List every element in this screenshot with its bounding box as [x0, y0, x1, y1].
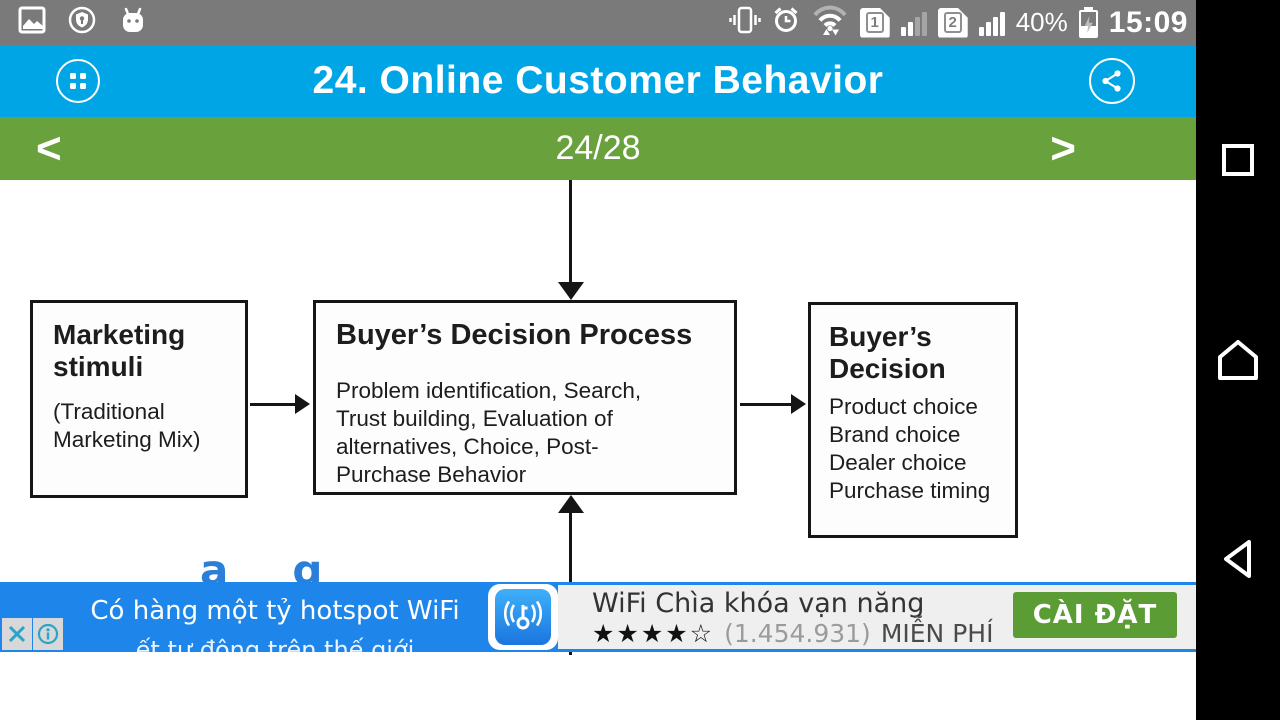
arrowhead-down-icon [558, 282, 584, 300]
arrowhead-up-icon [558, 495, 584, 513]
box3-line: Brand choice [829, 422, 961, 447]
box3-line: Dealer choice [829, 450, 967, 475]
ad-headline: Có hàng một tỷ hotspot WiFi [90, 596, 460, 626]
ad-info-button[interactable] [33, 618, 63, 650]
prev-slide-button[interactable]: < [36, 123, 62, 173]
box3-line: Purchase timing [829, 478, 991, 503]
ad-rating-count: (1.454.931) [724, 619, 871, 648]
android-nav-bar [1196, 0, 1280, 720]
next-slide-button[interactable]: > [1050, 123, 1076, 173]
home-button[interactable] [1196, 338, 1280, 382]
info-icon [37, 623, 59, 645]
arrow-line-1 [250, 403, 296, 406]
page-title: 24. Online Customer Behavior [312, 59, 884, 102]
text-fragment: ạ [200, 554, 229, 582]
arrowhead-right-icon [791, 394, 806, 414]
close-icon [8, 625, 26, 643]
ad-rating-row: ★★★★☆ (1.454.931) MIỄN PHÍ [592, 619, 993, 648]
slide-position-label: 24/28 [555, 129, 641, 167]
slide-content: Marketing stimuli (Traditional Marketing… [0, 180, 1196, 655]
ad-banner[interactable]: Có hàng một tỷ hotspot WiFi ết tự động t… [0, 582, 1196, 652]
recents-button[interactable] [1196, 143, 1280, 177]
box3-title: Buyer’s Decision [829, 321, 946, 384]
box3-lines: Product choice Brand choice Dealer choic… [829, 393, 1005, 505]
app-header: 24. Online Customer Behavior [0, 45, 1196, 117]
sim1-number: 1 [865, 11, 884, 34]
wifi-icon [811, 4, 849, 41]
vibrate-icon [728, 6, 761, 39]
arrow-line-top [569, 180, 572, 286]
sim1-icon: 1 [859, 7, 890, 38]
box2-body: Problem identification, Search, Trust bu… [336, 377, 642, 487]
arrowhead-right-icon [295, 394, 310, 414]
sim2-icon: 2 [937, 7, 968, 38]
diagram-box-decision-process: Buyer’s Decision Process Problem identif… [313, 300, 737, 495]
slide-pager-bar: < 24/28 > [0, 117, 1196, 180]
share-icon [1102, 70, 1121, 92]
box1-subtitle: (Traditional Marketing Mix) [53, 398, 201, 452]
back-triangle-icon [1224, 540, 1251, 578]
star-rating-icon: ★★★★☆ [592, 619, 715, 648]
sim2-number: 2 [943, 11, 962, 34]
android-system-icon [118, 7, 148, 39]
signal-sim2-icon [978, 10, 1005, 36]
status-bar: 1 2 40% 15:09 [0, 0, 1196, 45]
ad-app-icon-card[interactable] [488, 584, 558, 650]
diagram-box-marketing-stimuli: Marketing stimuli (Traditional Marketing… [30, 300, 248, 498]
box1-title: Marketing stimuli [53, 319, 186, 383]
arrow-line-2 [740, 403, 792, 406]
alarm-clock-icon [772, 6, 800, 39]
menu-button[interactable] [56, 59, 100, 103]
ad-price-label: MIỄN PHÍ [880, 619, 994, 648]
back-button[interactable] [1196, 538, 1280, 580]
box3-line: Product choice [829, 394, 978, 419]
ad-close-button[interactable] [2, 618, 32, 650]
wifi-master-key-icon [495, 589, 551, 645]
battery-charging-icon [1078, 7, 1098, 38]
home-icon [1218, 340, 1258, 380]
ad-subline-partial: ết tự động trên thế giới [135, 636, 415, 652]
ad-install-panel: WiFi Chìa khóa vạn năng ★★★★☆ (1.454.931… [558, 585, 1196, 649]
clock-time: 15:09 [1108, 5, 1188, 39]
notification-icons [18, 6, 148, 39]
diagram-box-buyers-decision: Buyer’s Decision Product choice Brand ch… [808, 302, 1018, 538]
security-shield-key-icon [68, 6, 96, 39]
text-fragment: g [292, 554, 323, 582]
grid-menu-icon [70, 73, 86, 89]
system-status-icons: 1 2 40% 15:09 [728, 4, 1188, 41]
screenshot-gallery-icon [18, 6, 46, 39]
battery-percent: 40% [1015, 7, 1068, 37]
box2-title: Buyer’s Decision Process [336, 319, 693, 351]
signal-sim1-icon [900, 10, 927, 36]
install-button[interactable]: CÀI ĐẶT [1013, 592, 1177, 638]
share-button[interactable] [1089, 58, 1135, 104]
recents-square-icon [1222, 144, 1254, 176]
ad-app-name: WiFi Chìa khóa vạn năng [592, 588, 925, 619]
